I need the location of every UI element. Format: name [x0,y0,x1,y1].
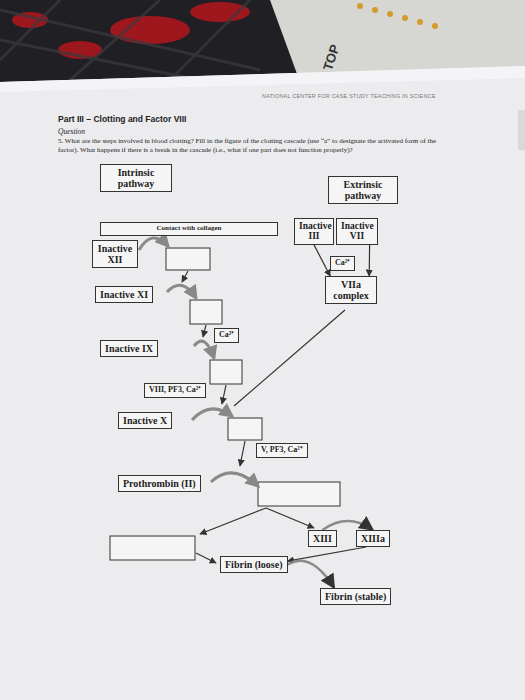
label-text: Question [58,127,85,136]
pathway-header: Intrinsic pathway [100,164,172,192]
node-text: Ca²⁺ [335,259,350,268]
factor-box: Inactive VII [336,218,378,245]
node-text: Inactive X [123,415,167,426]
factor-box: Prothrombin (II) [118,475,201,492]
node-text: Fibrin (loose) [225,559,283,570]
node-text: VIII, PF3, Ca²⁺ [149,386,201,395]
node-text: Inactive XII [97,243,133,265]
question-text: 5. What are the steps involved in blood … [58,137,458,155]
worksheet-title: Part III – Clotting and Factor VIII [58,114,186,124]
label-text: 5. What are the steps involved in blood … [58,137,436,154]
node-text: Inactive III [299,221,329,242]
node-text: XIII [313,533,332,544]
header-text: NATIONAL CENTER FOR CASE STUDY TEACHING … [262,93,436,99]
factor-box: XIIIa [356,530,390,547]
factor-box: Inactive X [118,412,172,429]
question-heading: Question [58,127,85,136]
label-text: NATIONAL CENTER FOR CASE STUDY TEACHING … [262,93,436,99]
cofactor-box: Ca²⁺ [330,256,355,271]
factor-box: Inactive XI [95,286,153,303]
node-text: Inactive XI [100,289,148,300]
complex-box: VIIa complex [325,276,377,304]
node-text: Extrinsic pathway [333,179,393,201]
factor-box: Inactive XII [92,240,138,268]
product-box: Fibrin (loose) [220,556,288,573]
trigger-box: Contact with collagen [100,222,278,236]
node-text: Intrinsic pathway [105,167,167,189]
node-text: Inactive VII [341,221,373,242]
pathway-header: Extrinsic pathway [328,176,398,204]
node-text: VIIa complex [330,279,372,301]
node-text: Fibrin (stable) [325,591,386,602]
factor-box: Inactive III [294,218,334,245]
node-text: Ca²⁺ [219,331,234,340]
connector [288,561,335,588]
connector [288,547,367,561]
node-text: XIIIa [361,533,385,544]
cofactor-box: VIII, PF3, Ca²⁺ [144,383,206,398]
node-text: Inactive IX [105,343,153,354]
factor-box: XIII [308,530,337,547]
node-text: Contact with collagen [105,225,273,233]
cofactor-box: Ca²⁺ [214,328,239,343]
connector [369,245,371,276]
product-box: Fibrin (stable) [320,588,391,605]
connector [322,521,373,530]
node-text: V, PF3, Ca²⁺ [261,446,303,455]
factor-box: Inactive IX [100,340,158,357]
title-text: Part III – Clotting and Factor VIII [58,114,186,124]
node-text: Prothrombin (II) [123,478,196,489]
connector [314,245,330,276]
cofactor-box: V, PF3, Ca²⁺ [256,443,308,458]
